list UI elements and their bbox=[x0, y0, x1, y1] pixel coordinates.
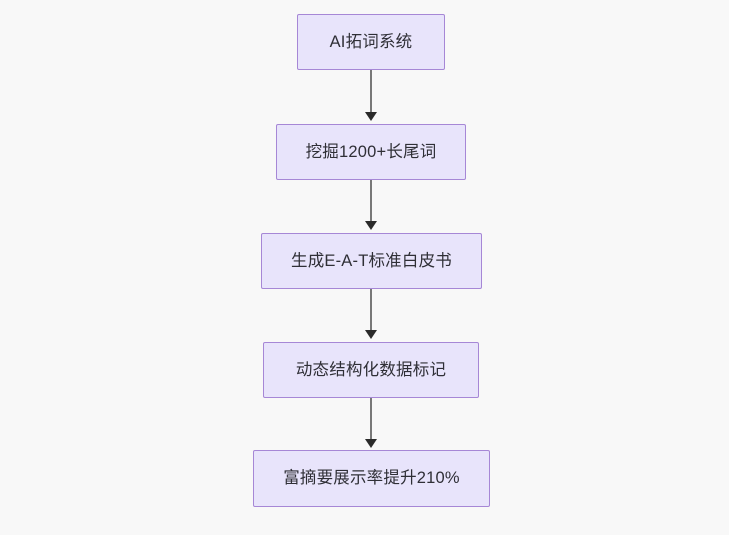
flow-node-label: 动态结构化数据标记 bbox=[295, 360, 447, 379]
arrowhead-n3-n4 bbox=[365, 330, 377, 339]
flow-node-longtail-keywords[interactable]: 挖掘1200+长尾词 bbox=[276, 124, 466, 180]
flow-node-label: AI拓词系统 bbox=[329, 32, 413, 51]
connector-n3-n4 bbox=[370, 289, 372, 332]
connector-n2-n3 bbox=[370, 180, 372, 223]
flow-node-rich-snippet-result[interactable]: 富摘要展示率提升210% bbox=[253, 450, 490, 507]
flow-node-label: 富摘要展示率提升210% bbox=[283, 469, 460, 488]
flow-node-ai-keyword-system[interactable]: AI拓词系统 bbox=[297, 14, 445, 70]
flow-node-label: 挖掘1200+长尾词 bbox=[305, 142, 437, 161]
arrowhead-n1-n2 bbox=[365, 112, 377, 121]
flow-node-structured-data-markup[interactable]: 动态结构化数据标记 bbox=[263, 342, 479, 398]
flow-node-eat-whitepaper[interactable]: 生成E-A-T标准白皮书 bbox=[261, 233, 482, 289]
connector-n4-n5 bbox=[370, 398, 372, 440]
arrowhead-n2-n3 bbox=[365, 221, 377, 230]
flow-node-label: 生成E-A-T标准白皮书 bbox=[291, 251, 452, 270]
arrowhead-n4-n5 bbox=[365, 439, 377, 448]
connector-n1-n2 bbox=[370, 70, 372, 114]
